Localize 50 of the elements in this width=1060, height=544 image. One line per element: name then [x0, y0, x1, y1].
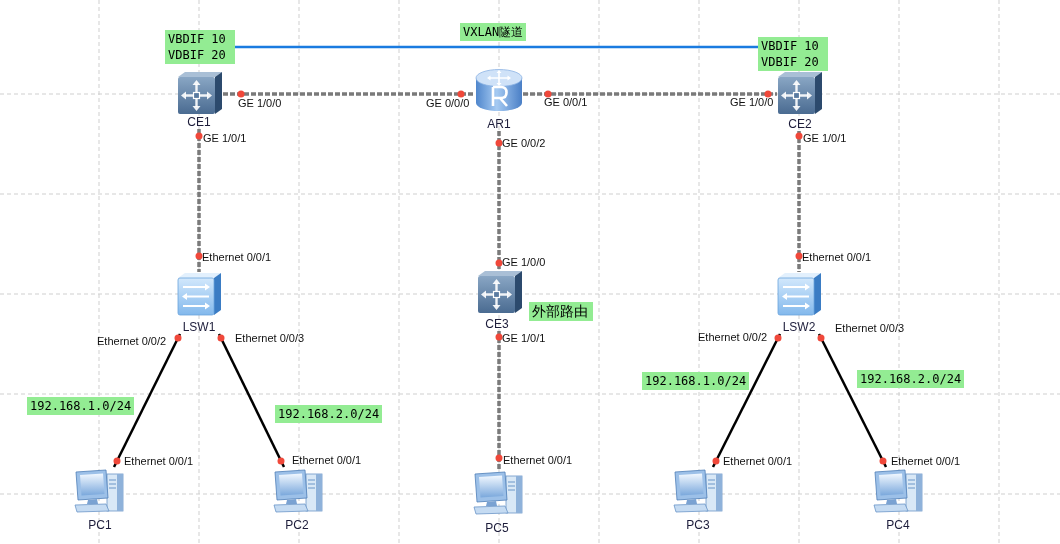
device-label: CE3: [484, 317, 510, 331]
edge-label: 192.168.2.0/24: [857, 370, 965, 388]
device-label: CE1: [186, 115, 212, 129]
port-label: Ethernet 0/0/1: [503, 454, 573, 467]
port-label: Ethernet 0/0/1: [124, 455, 194, 468]
link-line: [711, 333, 782, 468]
port-label: GE 1/0/1: [502, 332, 546, 345]
edge-label: 192.168.2.0/24: [275, 405, 383, 423]
link-line: [217, 333, 286, 468]
port-label: GE 1/0/1: [203, 132, 247, 145]
device-label: PC5: [484, 521, 510, 535]
port-label: Ethernet 0/0/1: [802, 251, 872, 264]
device-label: AR1: [486, 117, 512, 131]
device-label: CE2: [787, 117, 813, 131]
edge-label: 192.168.1.0/24: [642, 372, 750, 390]
device-label: PC3: [685, 518, 711, 532]
link-line: [223, 92, 475, 96]
port-label: Ethernet 0/0/1: [891, 455, 961, 468]
port-label: GE 1/0/0: [238, 97, 282, 110]
port-label: Ethernet 0/0/3: [835, 322, 905, 335]
port-label: GE 1/0/1: [803, 132, 847, 145]
note-label: 外部路由: [529, 302, 593, 321]
link-line: [112, 333, 182, 468]
port-label: Ethernet 0/0/1: [202, 251, 272, 264]
device-label: LSW1: [181, 320, 217, 334]
port-label: GE 0/0/2: [502, 137, 546, 150]
link-line: [523, 92, 777, 96]
link-line: [817, 333, 888, 468]
port-label: GE 1/0/0: [730, 96, 774, 109]
link-line: [197, 129, 201, 272]
device-label: PC4: [885, 518, 911, 532]
port-label: Ethernet 0/0/3: [235, 332, 305, 345]
port-label: GE 0/0/0: [426, 97, 470, 110]
note-label: VBDIF 10 VDBIF 20: [758, 37, 828, 71]
device-label: PC2: [284, 518, 310, 532]
port-label: GE 1/0/0: [502, 256, 546, 269]
note-label: VBDIF 10 VDBIF 20: [165, 30, 235, 64]
link-line: [497, 331, 501, 469]
port-label: Ethernet 0/0/1: [723, 455, 793, 468]
port-label: Ethernet 0/0/2: [698, 331, 768, 344]
port-label: GE 0/0/1: [544, 96, 588, 109]
link-line: [497, 131, 501, 270]
port-label: Ethernet 0/0/2: [97, 335, 167, 348]
link-line: [235, 45, 758, 49]
device-label: LSW2: [781, 320, 817, 334]
link-line: [797, 131, 801, 272]
edge-label: 192.168.1.0/24: [27, 397, 135, 415]
port-label: Ethernet 0/0/1: [292, 454, 362, 467]
device-label: PC1: [87, 518, 113, 532]
edge-label: VXLAN隧道: [460, 23, 527, 41]
